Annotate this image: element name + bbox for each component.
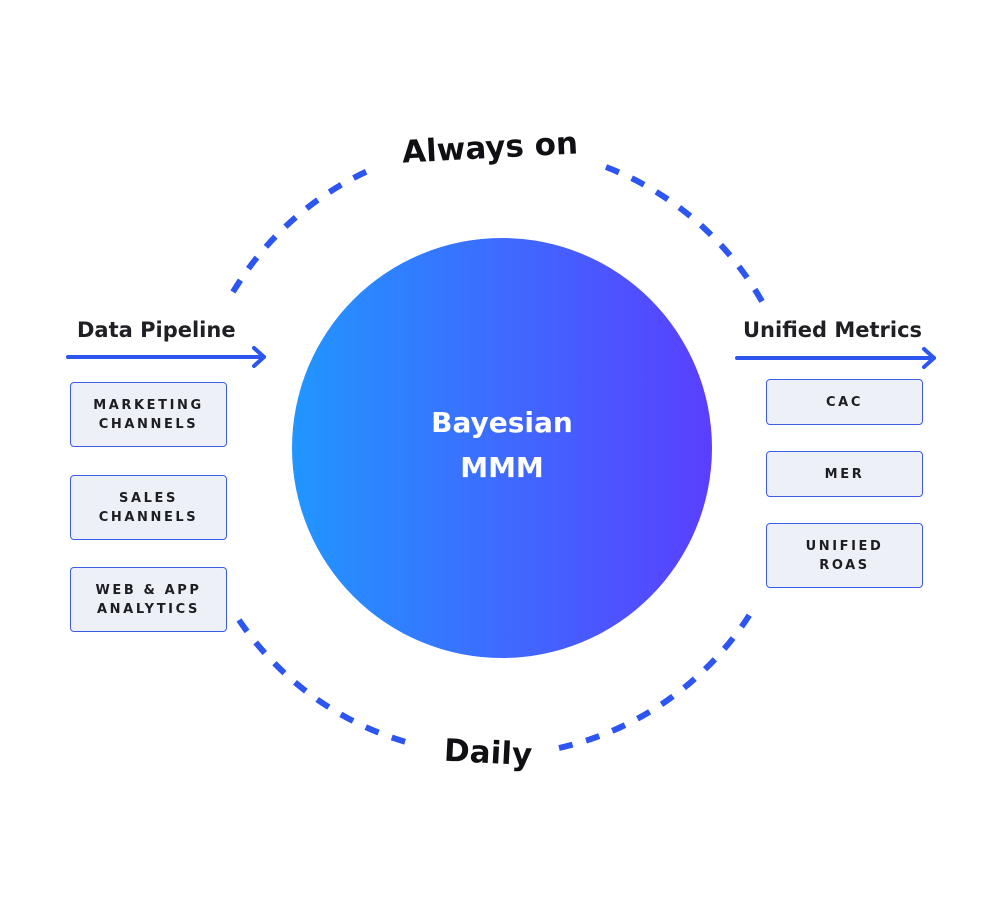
cycle-ring-top-left-arc bbox=[230, 167, 372, 294]
input-label: SALES CHANNELS bbox=[98, 490, 199, 525]
input-sales-channels: SALES CHANNELS bbox=[70, 475, 227, 540]
output-label: MER bbox=[824, 466, 865, 482]
input-arrow bbox=[66, 346, 266, 368]
output-label: CAC bbox=[826, 394, 863, 410]
core-label: Bayesian MMM bbox=[431, 406, 573, 484]
cycle-ring-bottom-right-arc bbox=[558, 604, 758, 751]
input-marketing-channels: MARKETING CHANNELS bbox=[70, 382, 227, 447]
output-mer: MER bbox=[766, 451, 923, 497]
daily-label: Daily bbox=[443, 732, 534, 774]
output-unified-roas: UNIFIED ROAS bbox=[766, 523, 923, 588]
data-pipeline-title: Data Pipeline bbox=[77, 318, 236, 342]
output-label: UNIFIED ROAS bbox=[805, 538, 884, 573]
bayesian-core-circle bbox=[292, 238, 712, 658]
input-label: WEB & APP ANALYTICS bbox=[95, 582, 202, 617]
input-label: MARKETING CHANNELS bbox=[93, 397, 204, 432]
output-arrow bbox=[735, 347, 936, 369]
input-web-app-analytics: WEB & APP ANALYTICS bbox=[70, 567, 227, 632]
unified-metrics-title: Unified Metrics bbox=[743, 318, 923, 342]
cycle-ring-bottom-left-arc bbox=[236, 618, 414, 747]
output-cac: CAC bbox=[766, 379, 923, 425]
